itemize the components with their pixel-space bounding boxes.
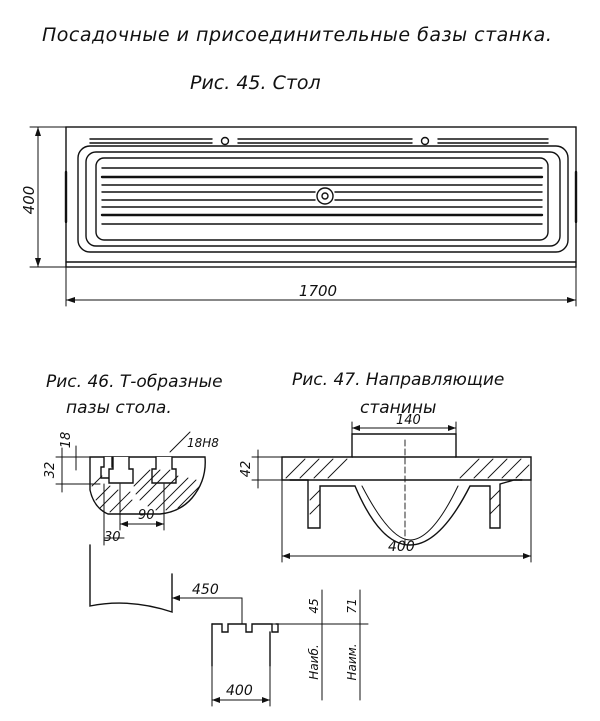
bed-guides-section: 140 42 400 — [239, 413, 532, 563]
dim-140: 140 — [396, 413, 421, 428]
dim-42: 42 — [239, 461, 254, 478]
dim-450: 450 — [192, 582, 219, 598]
figure-47-caption-line1: Рис. 47. Направляющие — [292, 370, 505, 390]
bed-outline: 450 — [89, 544, 243, 625]
table-drawing: 400 1700 — [20, 126, 578, 307]
table-section: 400 45 71 Наиб. Наим. — [211, 589, 369, 707]
dim-400-section: 400 — [226, 683, 253, 699]
center-hole — [316, 187, 334, 205]
dim-18h8: 18Н8 — [187, 436, 219, 450]
label-max: Наиб. — [307, 644, 321, 679]
dim-400-guides: 400 — [388, 539, 415, 555]
dim-71: 71 — [345, 598, 359, 613]
dim-90: 90 — [138, 508, 155, 523]
dim-45: 45 — [307, 598, 321, 613]
dim-30: 30 — [104, 530, 121, 545]
dim-18: 18 — [59, 432, 74, 449]
figure-46-caption-line2: пазы стола. — [66, 398, 172, 418]
table-length-label: 1700 — [299, 282, 337, 300]
figure-47-caption-line2: станины — [360, 398, 437, 418]
dim-32: 32 — [43, 462, 58, 479]
label-min: Наим. — [345, 643, 359, 680]
page-title: Посадочные и присоединительные базы стан… — [42, 24, 553, 46]
t-slot-section: 32 18 18Н8 90 30 — [43, 431, 219, 546]
figure-46-caption-line1: Рис. 46. Т-образные — [46, 372, 223, 392]
figure-45-caption: Рис. 45. Стол — [190, 72, 321, 94]
table-height-label: 400 — [20, 186, 38, 215]
